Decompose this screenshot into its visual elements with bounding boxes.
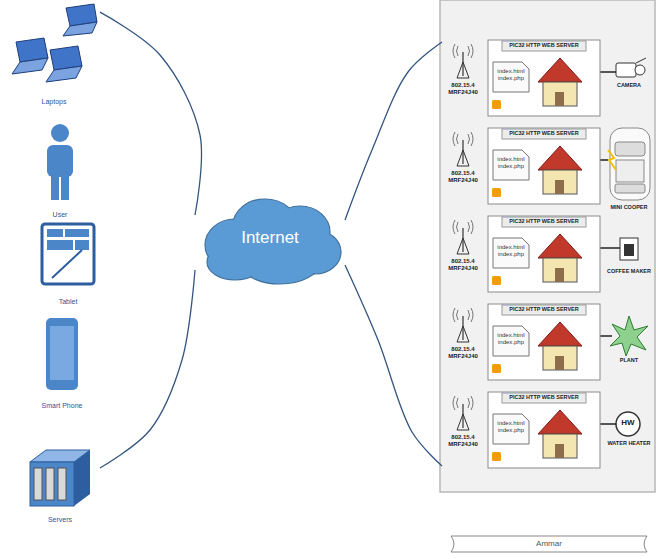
device-label: COFFEE MAKER [604,268,654,274]
web-server-module: PIC32 HTTP WEB SERVER index.html index.ph… [442,302,602,382]
module-heading: PIC32 HTTP WEB SERVER [504,130,584,136]
device-label: MINI COOPER [604,204,654,210]
file-names: index.html index.php [494,244,528,258]
laptops-icon [12,4,97,82]
radio-label: 802.15.4 MRF24J40 [442,346,484,360]
radio-label: 802.15.4 MRF24J40 [442,434,484,448]
node-text: Tablet [30,298,106,306]
radio-label: 802.15.4 MRF24J40 [442,170,484,184]
device-label: CAMERA [604,82,654,88]
node-text: Servers [20,516,100,524]
web-server-module: PIC32 HTTP WEB SERVER index.html index.ph… [442,214,602,294]
water-heater-icon [616,412,640,436]
node-text: Laptops [8,98,100,106]
web-server-module: PIC32 HTTP WEB SERVER index.html index.ph… [442,390,602,470]
network-link [100,270,195,468]
module-heading: PIC32 HTTP WEB SERVER [504,218,584,224]
node-text: Smart Phone [22,402,102,410]
module-heading: PIC32 HTTP WEB SERVER [504,42,584,48]
module-heading: PIC32 HTTP WEB SERVER [504,394,584,400]
device-icon-node: Smart Phone [22,314,102,410]
icon-outline [20,444,100,522]
tablet-icon [42,224,94,284]
file-names: index.html index.php [494,68,528,82]
icon-outline [8,4,100,104]
camera-icon [616,58,646,77]
device-label: PLANT [604,357,654,363]
file-names: index.html index.php [494,156,528,170]
file-names: index.html index.php [494,332,528,346]
network-link [345,265,442,466]
heater-symbol-text: HW [616,419,640,428]
node-text: Internet [195,228,345,248]
web-server-module: PIC32 HTTP WEB SERVER index.html index.ph… [442,126,602,206]
author-banner: Ammar [445,535,653,553]
node-text: User [30,211,90,219]
servers-icon [30,450,90,506]
web-server-module: PIC32 HTTP WEB SERVER index.html index.ph… [442,38,602,118]
device-panel [440,0,655,492]
radio-label: 802.15.4 MRF24J40 [442,82,484,96]
smartphone-icon [46,318,78,390]
car-icon [608,128,650,200]
icon-outline [30,120,90,217]
file-names: index.html index.php [494,420,528,434]
network-link [345,42,442,220]
device-label: WATER HEATER [604,440,654,446]
device-wires [600,72,620,424]
device-icon-node: Servers [20,444,100,524]
user-icon [47,124,73,200]
icon-outline [30,220,106,304]
network-link [100,12,202,215]
node-text: Ammar [445,539,653,548]
internet-cloud: Internet [195,190,345,290]
module-heading: PIC32 HTTP WEB SERVER [504,306,584,312]
device-icon-node: Laptops [8,4,100,106]
device-icon-node: Tablet [30,220,106,306]
device-icon-node: User [30,120,90,219]
icon-outline [22,314,102,408]
plant-icon [610,316,648,356]
radio-label: 802.15.4 MRF24J40 [442,258,484,272]
coffee-maker-icon [620,238,638,260]
